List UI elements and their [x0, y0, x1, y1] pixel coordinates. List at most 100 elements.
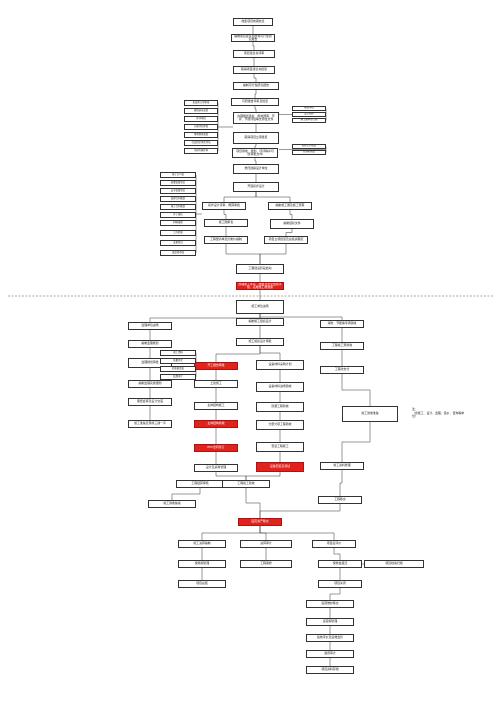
flow-node-n49: 工程移交 [318, 496, 362, 504]
remark-note: 注：（含施工、设计、监理、造价、咨询等单位） [412, 407, 466, 419]
flow-node-n34: 设计及采购管理 [194, 464, 238, 472]
flow-node-n28: 施工准备及现场三通一平 [128, 420, 172, 428]
flow-node-s04: 节能评估审查 [184, 124, 218, 130]
flow-node-s23: 竣工资料 [160, 350, 196, 356]
flow-node-n64: 项目资料存档 [306, 666, 354, 674]
flow-node-n18: 工程建设阶段启动 [236, 264, 284, 274]
flow-node-n09: 项目用地、规划、环评等许可（含审批文件） [232, 148, 278, 158]
flow-node-n27: 图纸会审及设计交底 [128, 398, 172, 406]
flow-node-s05: 用地预审意见 [184, 132, 218, 138]
flow-node-n32: 主体结构验收 [194, 420, 238, 428]
flow-node-n61: 运营期管理 [306, 618, 354, 626]
flow-node-n54: 保修期管理 [178, 560, 226, 568]
flow-node-s18: 开工报告 [160, 212, 196, 218]
connector-n08-n09 [254, 144, 257, 148]
connector-n04-n05 [253, 74, 257, 82]
connector-n53-n56 [333, 548, 341, 560]
side-bracket-3 [195, 175, 202, 253]
flow-node-n30: 土建施工 [194, 380, 238, 388]
flow-node-n60: 运营维护移交 [306, 600, 354, 608]
connector-n49-n50 [259, 504, 341, 518]
flow-node-n57: 项目档案归档 [364, 560, 424, 568]
flow-node-s26: 结算审计 [160, 374, 196, 380]
flow-node-s01: 发改委立项审批 [184, 100, 218, 106]
flow-node-n13: 编制施工图及施工预算 [268, 202, 312, 210]
connector-n47-n50 [245, 488, 261, 518]
flow-node-n15: 编制招标文件 [270, 219, 314, 229]
flow-node-n43: 工程款支付 [320, 366, 364, 374]
flow-node-s08: 概算审批 [292, 106, 326, 111]
flow-node-s16: 监理合同备案 [160, 196, 196, 202]
flow-node-n16: 工程量清单及控制价编制 [204, 236, 248, 244]
remark-title: 注： [412, 407, 418, 411]
flow-node-s11: 招标文件备案 [292, 144, 326, 149]
connector-n20-n41 [259, 314, 343, 320]
connector-n22-n29 [215, 346, 261, 362]
flow-node-n01: 收集项目前期信息 [233, 18, 273, 26]
flow-node-n03: 项目建议书评审 [233, 50, 275, 58]
flow-node-n23: 监理单位进场 [128, 322, 172, 330]
flow-node-n26: 编制监理实施细则 [128, 380, 172, 388]
connector-n12-n14 [223, 210, 227, 219]
connector-n40-n47 [245, 472, 281, 480]
side-bracket-0 [217, 103, 233, 151]
connector-n59-n60 [329, 588, 341, 600]
flow-node-s06: 社会稳定风险评估 [184, 140, 218, 146]
flow-node-n12: 初步设计评审、概算审批 [202, 202, 246, 210]
flow-node-n36: 设备材料进场验收 [256, 382, 304, 392]
flow-node-n50: 固定资产移交 [238, 518, 282, 526]
flow-node-n11: 开展初步设计 [233, 182, 279, 192]
flow-node-n48: 竣工验收备案 [148, 500, 196, 508]
flow-node-s25: 验收备案表 [160, 366, 196, 372]
flow-node-n51: 竣工决算编制 [178, 540, 226, 548]
flow-node-n33: EPC合同签订 [194, 444, 238, 452]
flow-node-n10: 委托勘察设计单位 [233, 164, 279, 174]
flow-node-s14: 质量监督登记 [160, 180, 196, 186]
flow-node-s15: 安全监督登记 [160, 188, 196, 194]
flow-node-s09: 设计招标 [292, 112, 326, 117]
connector-n17-n18 [259, 244, 287, 264]
flow-node-n44: 竣工验收准备 [342, 406, 398, 422]
flow-node-s20: 工序验收 [160, 230, 196, 236]
connector-n46-n48 [171, 488, 201, 500]
flow-node-s10: 施工图审查合格 [292, 118, 326, 123]
connector-n44-n45 [341, 422, 371, 462]
flow-node-n42: 工程竣工预验收 [320, 342, 364, 350]
flow-node-n63: 政府审计 [306, 650, 354, 658]
flow-node-n19: 办理施工许可、质量及安全监督手续，完成施工前准备 [236, 282, 284, 290]
flow-node-n31: 主体结构施工 [194, 402, 238, 410]
flow-node-n40: 设备安装及调试 [256, 462, 304, 472]
flow-node-s19: 材料报验 [160, 220, 196, 226]
flow-node-s13: 施工许可证 [160, 172, 196, 178]
flow-node-n62: 绩效评价及运维监控 [306, 634, 354, 642]
flow-node-n41: 消防、节能等专项验收 [320, 320, 364, 328]
flow-node-n20: 施工单位进场 [236, 300, 284, 314]
connector-n11-n12 [223, 192, 257, 202]
flow-node-s24: 质量评定 [160, 358, 196, 364]
flow-node-s07: 可研专家评审 [184, 148, 218, 154]
flow-node-s21: 变更签证 [160, 240, 196, 246]
connector-n34-n47 [215, 472, 247, 480]
flow-node-n38: 分部分项工程验收 [256, 420, 304, 430]
connector-n09-n10 [254, 158, 257, 164]
flow-node-n21: 编制施工组织设计 [236, 318, 284, 326]
connector-n02-n03 [252, 42, 255, 50]
connector-n45-n49 [339, 470, 343, 496]
flow-node-n29: 开工报告审批 [194, 362, 238, 370]
flow-node-n17: 项目立项批复及总投资确定 [264, 236, 308, 244]
flow-node-n02: 编制项目建议书或预可行性研究报告 [231, 34, 275, 42]
flow-node-s12: 控制价备案 [292, 150, 326, 155]
flow-node-n06: 可研报告评审及批复 [231, 98, 279, 106]
connector-n13-n15 [289, 210, 293, 219]
flow-node-s02: 规划选址意见 [184, 108, 218, 114]
flow-node-n59: 项目关闭 [318, 580, 362, 588]
flow-node-s03: 环评审批 [184, 116, 218, 122]
connector-n05-n06 [254, 90, 257, 98]
flow-node-n55: 工程保修 [240, 560, 292, 568]
flow-node-n37: 隐蔽工程验收 [256, 402, 304, 412]
flow-node-n53: 项目后评价 [312, 540, 356, 548]
flow-node-n39: 安装工程施工 [256, 442, 304, 452]
connector-n50-n53 [259, 526, 335, 540]
flow-node-n07: 办理规划选址、用地预审、环评、节能评估等支持性文件 [233, 112, 279, 124]
flow-node-n45: 竣工资料整理 [320, 462, 364, 470]
